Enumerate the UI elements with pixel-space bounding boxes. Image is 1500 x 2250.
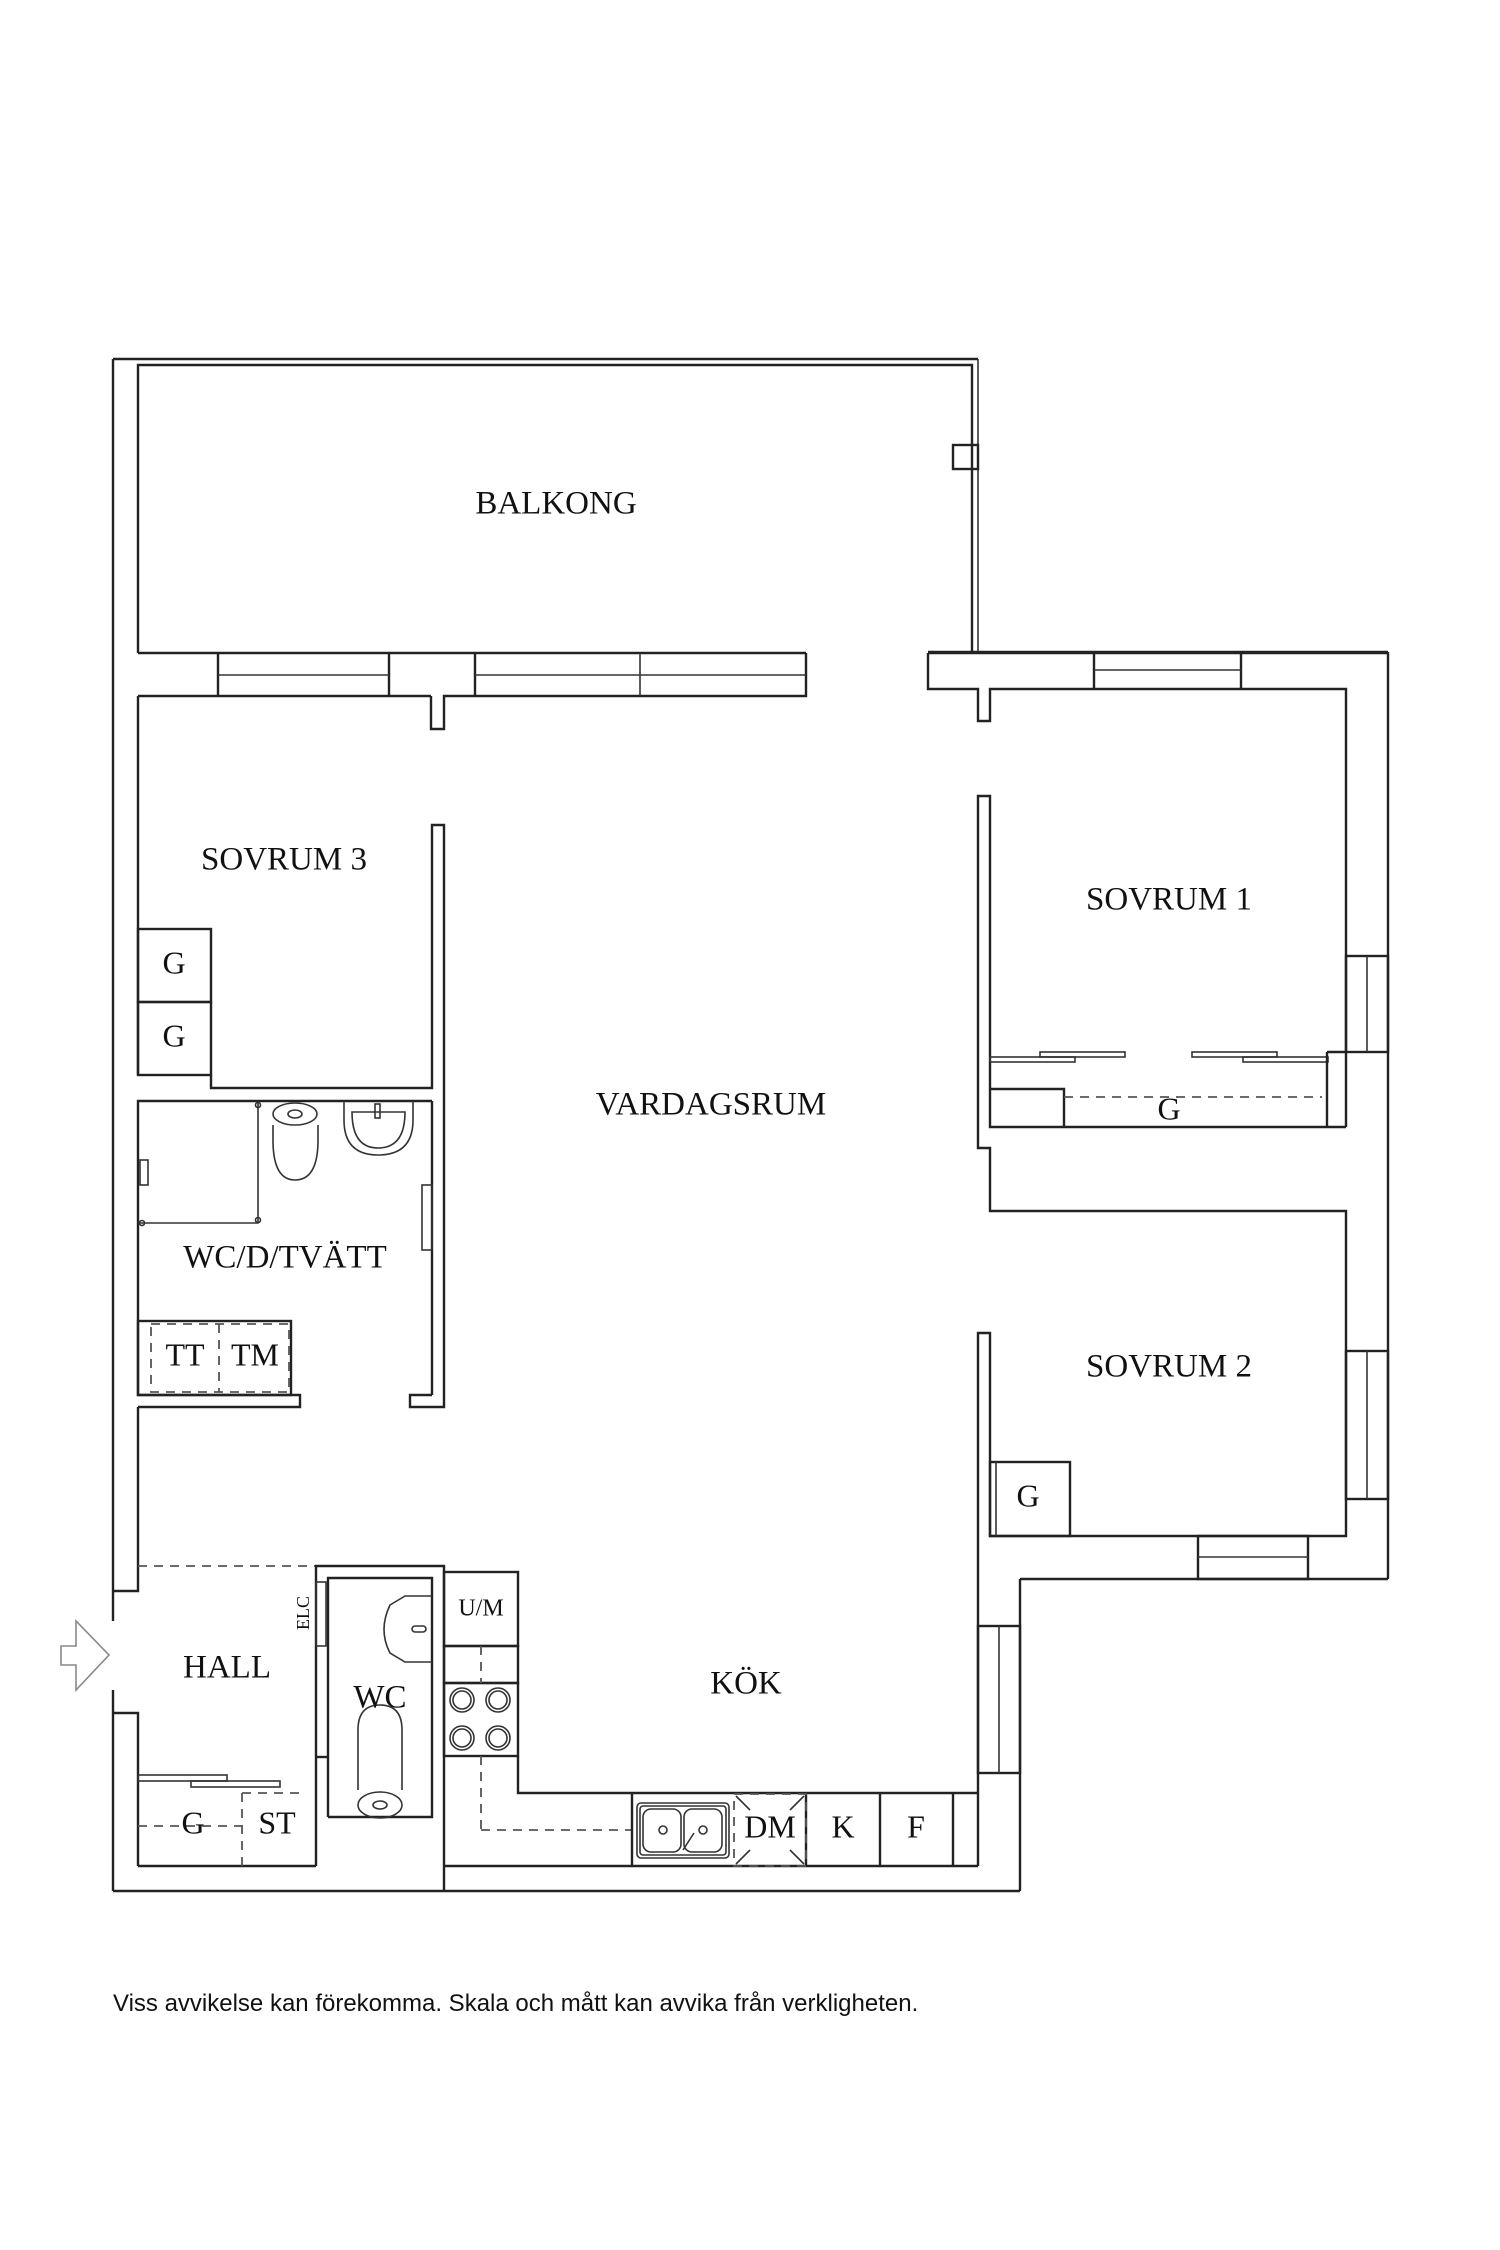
disclaimer-text: Viss avvikelse kan förekomma. Skala och … bbox=[113, 1990, 919, 2017]
bathroom bbox=[136, 1099, 434, 1409]
sink-icon bbox=[636, 1802, 730, 1859]
wardrobe-label: G bbox=[181, 1804, 204, 1840]
microwave-oven-label: U/M bbox=[458, 1596, 503, 1622]
dryer-label: TT bbox=[165, 1336, 205, 1372]
sovrum3-walls bbox=[136, 696, 446, 1409]
dishwasher-label: DM bbox=[744, 1808, 796, 1844]
bedrooms-detail bbox=[988, 954, 1390, 1581]
wardrobe-label: G bbox=[162, 1017, 185, 1053]
room-label-sovrum2: SOVRUM 2 bbox=[1086, 1349, 1252, 1385]
fridge-label: K bbox=[831, 1808, 854, 1844]
entrance-arrow-icon bbox=[60, 1619, 111, 1693]
room-label-vardagsrum: VARDAGSRUM bbox=[596, 1087, 826, 1123]
washer-label: TM bbox=[231, 1336, 279, 1372]
room-label-hall: HALL bbox=[183, 1650, 271, 1686]
freezer-label: F bbox=[907, 1808, 925, 1844]
kitchen bbox=[442, 794, 1348, 1868]
wardrobe-label: G bbox=[1157, 1090, 1180, 1126]
outer-walls bbox=[111, 357, 1390, 1893]
wardrobe-label: G bbox=[162, 944, 185, 980]
balcony bbox=[136, 359, 1388, 655]
storage-label: ST bbox=[258, 1804, 296, 1840]
stove-burners-icon bbox=[449, 1687, 511, 1751]
room-label-wc: WC bbox=[353, 1680, 406, 1716]
room-label-balkong: BALKONG bbox=[475, 486, 636, 522]
room-label-kok: KÖK bbox=[710, 1666, 782, 1702]
room-label-sovrum3: SOVRUM 3 bbox=[201, 842, 367, 878]
room-label-wc-d-tvatt: WC/D/TVÄTT bbox=[183, 1240, 386, 1276]
wardrobe-label: G bbox=[1016, 1477, 1039, 1513]
north-wall bbox=[138, 652, 1348, 1127]
room-label-sovrum1: SOVRUM 1 bbox=[1086, 882, 1252, 918]
hall-wc bbox=[137, 1564, 446, 1891]
electrical-cabinet-label: ELC bbox=[293, 1596, 313, 1630]
